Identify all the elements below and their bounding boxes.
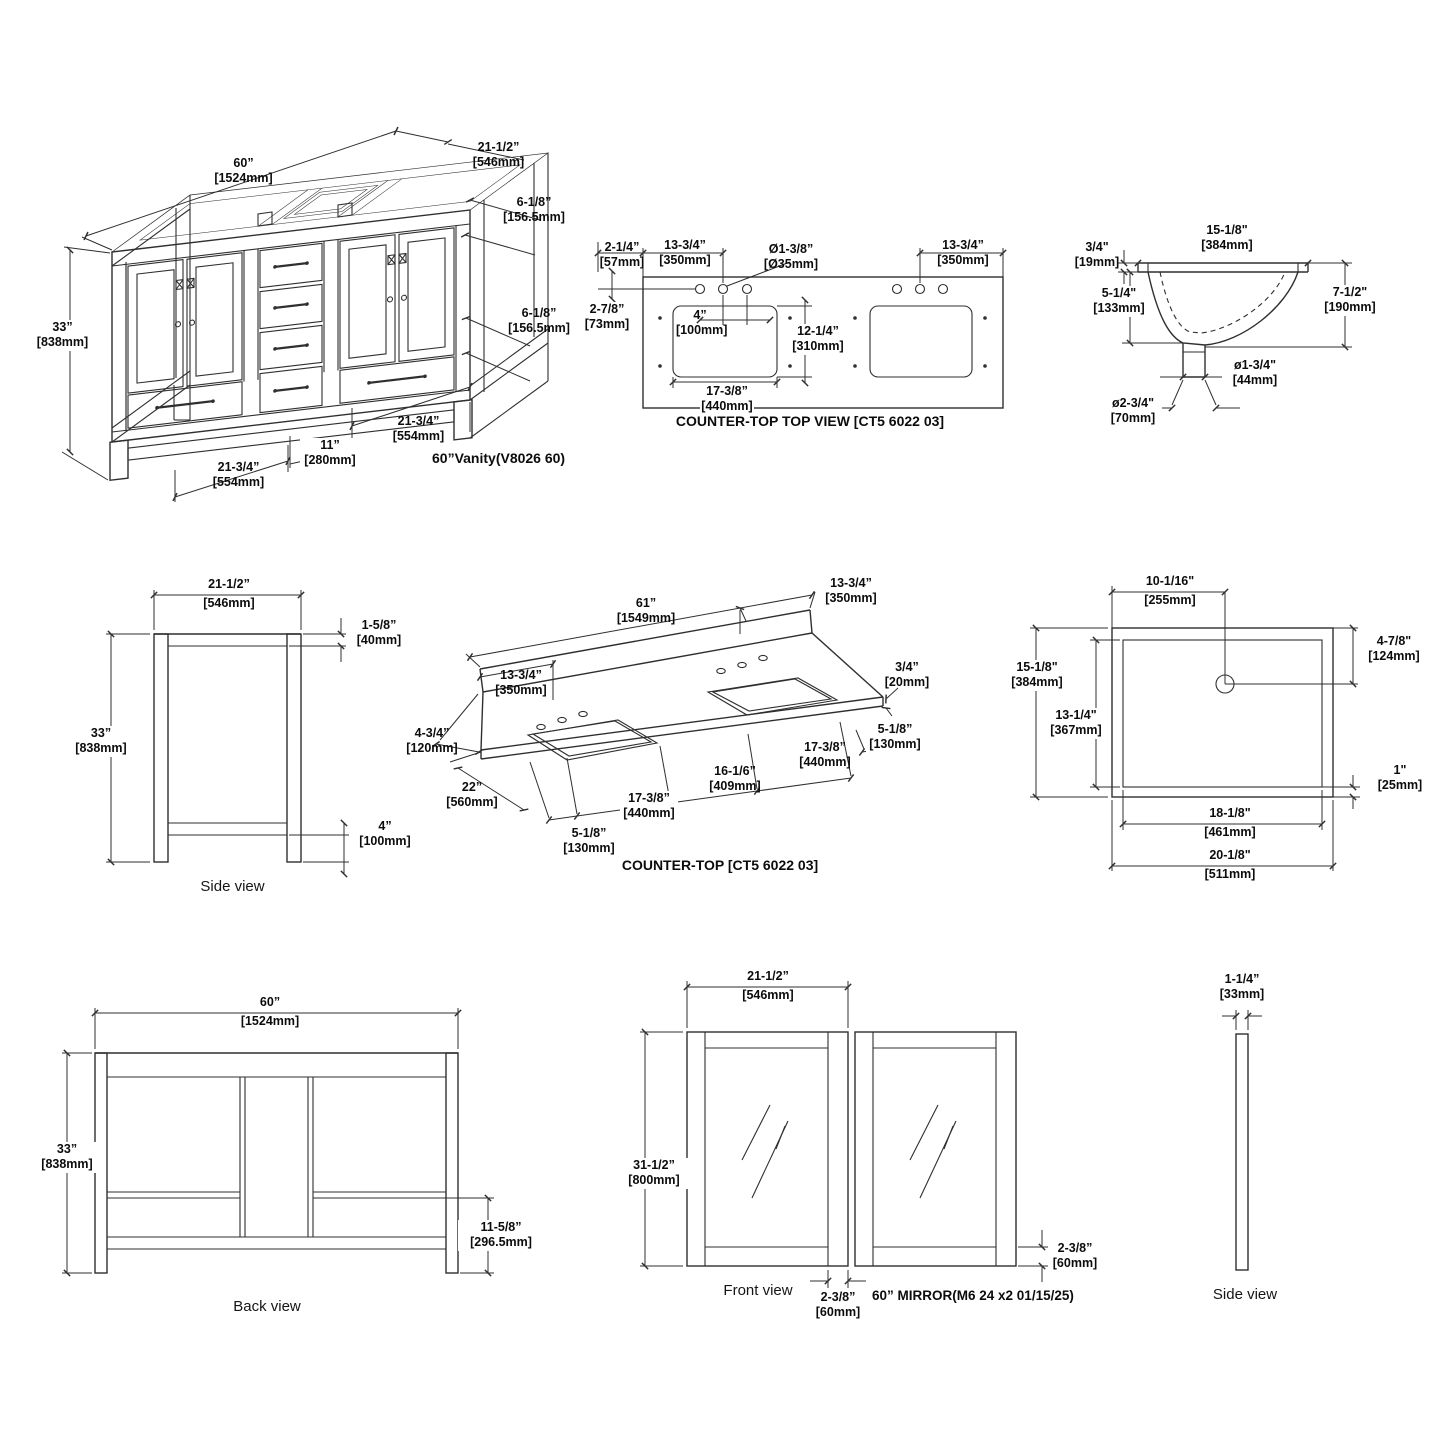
mirror-side-caption: Side view xyxy=(1212,1286,1278,1303)
vanity-side-view-drawing xyxy=(106,590,349,878)
dim-st-inner-length: 18-1/8"[461mm] xyxy=(1204,806,1256,840)
vanity-isometric-drawing xyxy=(61,126,550,502)
dim-side-height: 33”[838mm] xyxy=(62,726,140,757)
countertop-iso-title: COUNTER-TOP [CT5 6022 03] xyxy=(621,857,819,873)
dim-ct-cutout-depth: 12-1/4”[310mm] xyxy=(790,324,846,355)
dim-cti-cutout-right: 17-3/8”[440mm] xyxy=(799,740,851,770)
dim-ct-hole-diameter: Ø1-3/8”[Ø35mm] xyxy=(763,242,819,272)
dim-st-outer-length: 20-1/8"[511mm] xyxy=(1204,848,1256,882)
dim-cti-left-offset: 13-3/4”[350mm] xyxy=(495,668,547,698)
dim-side-rail: 1-5/8”[40mm] xyxy=(356,618,402,648)
sink-top-view-drawing xyxy=(1030,586,1360,871)
vanity-back-view-drawing xyxy=(62,1008,494,1277)
side-view-caption: Side view xyxy=(200,878,265,895)
back-view-caption: Back view xyxy=(233,1298,301,1315)
dim-side-foot: 4”[100mm] xyxy=(359,819,411,849)
dim-sink-rim: 3/4"[19mm] xyxy=(1074,240,1120,270)
dim-mirror-stile: 2-3/8”[60mm] xyxy=(815,1290,861,1320)
dim-vanity-left-width: 21-3/4”[554mm] xyxy=(212,460,265,490)
mirror-front-view-drawing xyxy=(640,981,1048,1288)
dim-cti-side-left: 5-1/8”[130mm] xyxy=(563,826,615,856)
dim-side-width: 21-1/2”[546mm] xyxy=(203,577,255,611)
dim-cti-cutout-left: 17-3/8”[440mm] xyxy=(620,791,678,822)
dim-cti-right-offset: 13-3/4”[350mm] xyxy=(825,576,877,606)
dim-sink-width: 15-1/8"[384mm] xyxy=(1201,223,1253,253)
dim-st-drain-y: 4-7/8"[124mm] xyxy=(1368,634,1420,664)
dim-sink-height: 7-1/2"[190mm] xyxy=(1322,285,1378,316)
dim-sink-drain: ø1-3/4"[44mm] xyxy=(1232,358,1278,388)
dim-ct-cutout-width: 17-3/8”[440mm] xyxy=(700,384,754,415)
dim-mirror-height: 31-1/2”[800mm] xyxy=(614,1158,694,1189)
dim-st-rim: 1"[25mm] xyxy=(1377,763,1423,793)
dim-ct-setback: 2-7/8”[73mm] xyxy=(582,302,632,333)
dim-cti-between: 16-1/6”[409mm] xyxy=(709,764,761,794)
dim-cti-depth: 22”[560mm] xyxy=(446,780,498,810)
dim-mirror-width: 21-1/2”[546mm] xyxy=(742,969,794,1003)
dim-vanity-right-width: 21-3/4”[554mm] xyxy=(392,414,445,444)
dim-sink-flange: ø2-3/4"[70mm] xyxy=(1110,396,1156,426)
countertop-top-view-drawing xyxy=(594,242,1007,409)
countertop-top-view-title: COUNTER-TOP TOP VIEW [CT5 6022 03] xyxy=(675,413,945,429)
dim-mirror-thickness: 1-1/4”[33mm] xyxy=(1219,972,1265,1002)
dim-back-shelf: 11-5/8”[296.5mm] xyxy=(458,1220,544,1251)
dim-st-inner-width: 13-1/4"[367mm] xyxy=(1042,708,1110,739)
vanity-title: 60”Vanity(V8026 60) xyxy=(432,450,566,466)
dim-cti-thickness: 3/4”[20mm] xyxy=(884,660,930,690)
mirror-front-caption: Front view xyxy=(723,1282,793,1299)
dim-back-height: 33”[838mm] xyxy=(34,1142,100,1173)
dim-vanity-height: 33”[838mm] xyxy=(25,320,100,351)
dim-vanity-width: 60”[1524mm] xyxy=(214,156,273,186)
dim-cti-splash-depth: 4-3/4”[120mm] xyxy=(406,726,458,756)
dim-sink-depth: 5-1/4"[133mm] xyxy=(1090,286,1148,317)
dim-st-drain-x: 10-1/16"[255mm] xyxy=(1144,574,1196,608)
dim-vanity-center-width: 11”[280mm] xyxy=(300,438,360,469)
dim-st-width: 15-1/8"[384mm] xyxy=(1004,660,1070,691)
sink-side-view-drawing xyxy=(1118,250,1352,412)
dim-back-width: 60”[1524mm] xyxy=(240,995,300,1029)
dim-ct-edge: 2-1/4”[57mm] xyxy=(599,240,645,270)
dim-cti-length: 61”[1549mm] xyxy=(616,596,676,626)
dim-ct-faucet-left: 13-3/4”[350mm] xyxy=(659,238,711,268)
dim-cti-side-right: 5-1/8”[130mm] xyxy=(866,722,924,753)
dim-mirror-rail: 2-3/8”[60mm] xyxy=(1052,1241,1098,1271)
dim-vanity-depth: 21-1/2”[546mm] xyxy=(472,140,525,170)
dim-ct-spread: 4”[100mm] xyxy=(676,308,728,338)
mirror-title: 60” MIRROR(M6 24 x2 01/15/25) xyxy=(872,1288,1074,1303)
dim-vanity-top-height: 6-1/8”[156.5mm] xyxy=(503,195,565,225)
mirror-side-view-drawing xyxy=(1222,1010,1262,1271)
dim-ct-faucet-right: 13-3/4”[350mm] xyxy=(937,238,989,268)
dim-vanity-drawer-height: 6-1/8”[156.5mm] xyxy=(508,306,570,336)
